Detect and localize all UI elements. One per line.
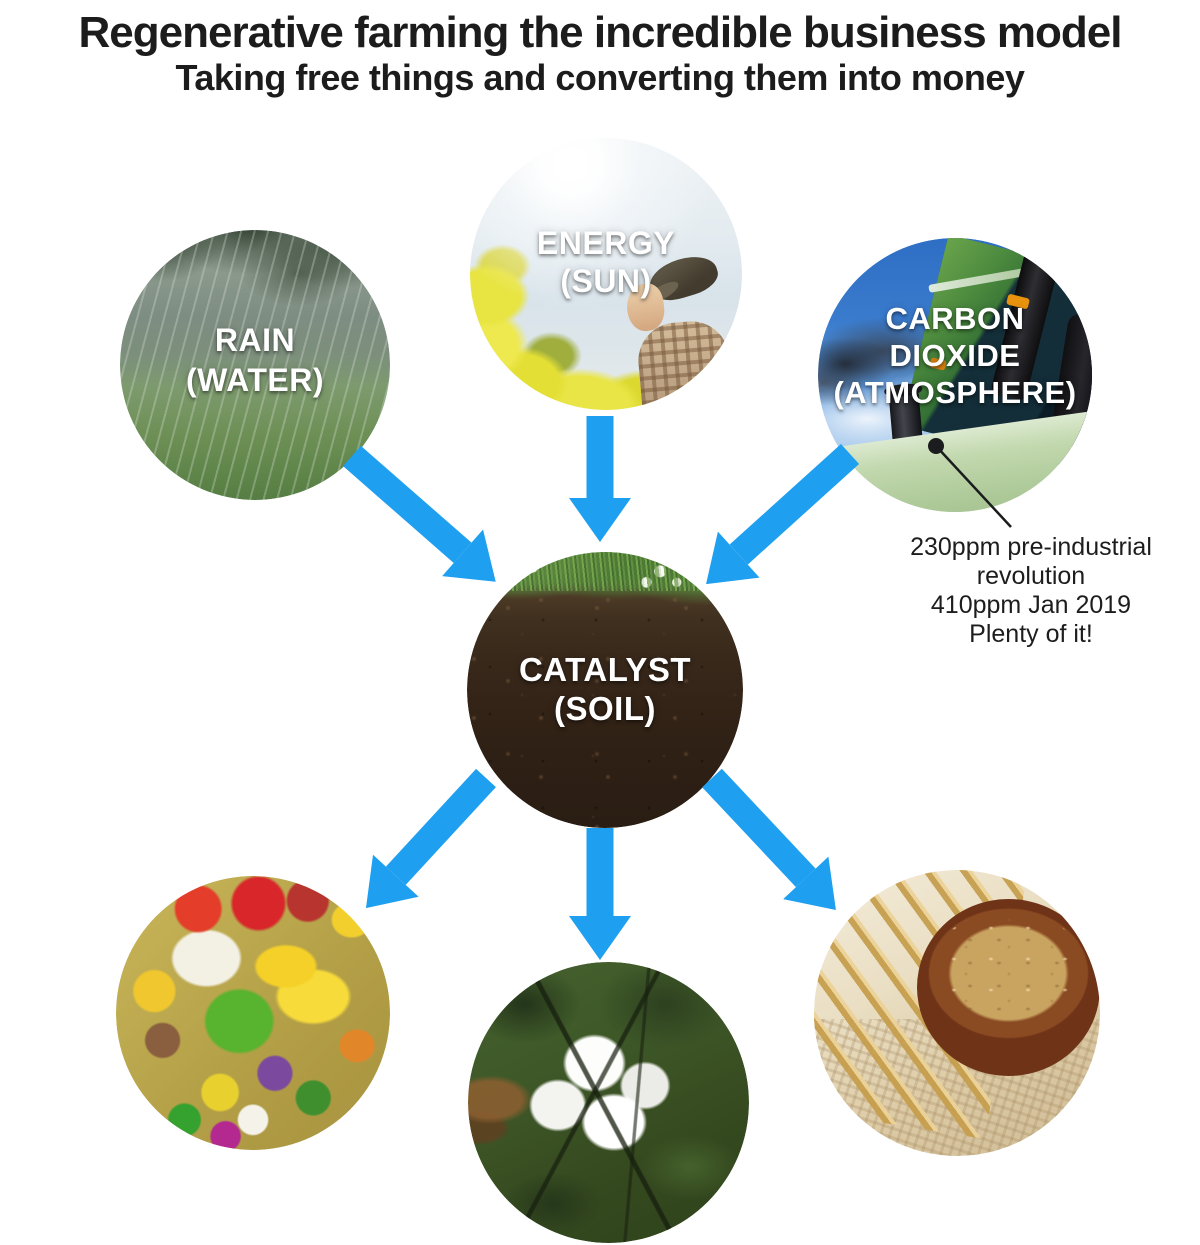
energy-label-line: (SUN) (560, 263, 652, 299)
co2-annotation-line: Plenty of it! (969, 620, 1093, 648)
input-circle-energy-sun: ENERGY (SUN) (470, 138, 742, 410)
input-circle-rain-water: RAIN (WATER) (120, 230, 390, 500)
energy-sun-label: ENERGY (SUN) (470, 224, 742, 300)
co2-annotation: 230ppm pre-industrial revolution 410ppm … (871, 533, 1191, 649)
arrow-soil-to-produce (365, 768, 496, 909)
catalyst-label-line: (SOIL) (554, 690, 656, 727)
energy-label-line: ENERGY (536, 225, 676, 261)
header: Regenerative farming the incredible busi… (0, 8, 1200, 98)
arrow-energy-to-soil (569, 416, 631, 542)
rain-water-label: RAIN (WATER) (120, 320, 390, 400)
arrow-soil-to-cotton (569, 828, 631, 960)
carbon-dioxide-label: CARBON DIOXIDE (ATMOSPHERE) (818, 300, 1092, 411)
catalyst-soil-label: CATALYST (SOIL) (467, 650, 743, 728)
carbon-label-line: DIOXIDE (889, 338, 1021, 373)
rain-label-line: RAIN (214, 322, 296, 358)
grain-bowl (916, 898, 1100, 1076)
farmer-plaid-shirt (635, 317, 734, 410)
co2-annotation-line: 410ppm Jan 2019 (930, 591, 1132, 619)
output-circle-produce (116, 876, 390, 1150)
co2-annotation-line: 230ppm pre-industrial (910, 533, 1152, 561)
output-circle-cotton (468, 962, 749, 1243)
cotton-boll-photo (468, 962, 749, 1243)
page-title: Regenerative farming the incredible busi… (78, 8, 1123, 57)
rain-label-line: (WATER) (186, 362, 324, 398)
output-circle-grain (814, 870, 1100, 1156)
page-subtitle: Taking free things and converting them i… (175, 57, 1025, 99)
catalyst-label-line: CATALYST (518, 651, 692, 688)
co2-annotation-line: revolution (976, 562, 1086, 590)
fruits-vegetables-photo (116, 876, 390, 1150)
input-circle-carbon-dioxide: CARBON DIOXIDE (ATMOSPHERE) (818, 238, 1092, 512)
catalyst-circle-soil: CATALYST (SOIL) (467, 552, 743, 828)
carbon-label-line: CARBON (885, 301, 1025, 336)
carbon-label-line: (ATMOSPHERE) (833, 375, 1077, 410)
rain-field-photo (120, 230, 390, 500)
arrow-rain-to-soil (343, 445, 496, 582)
